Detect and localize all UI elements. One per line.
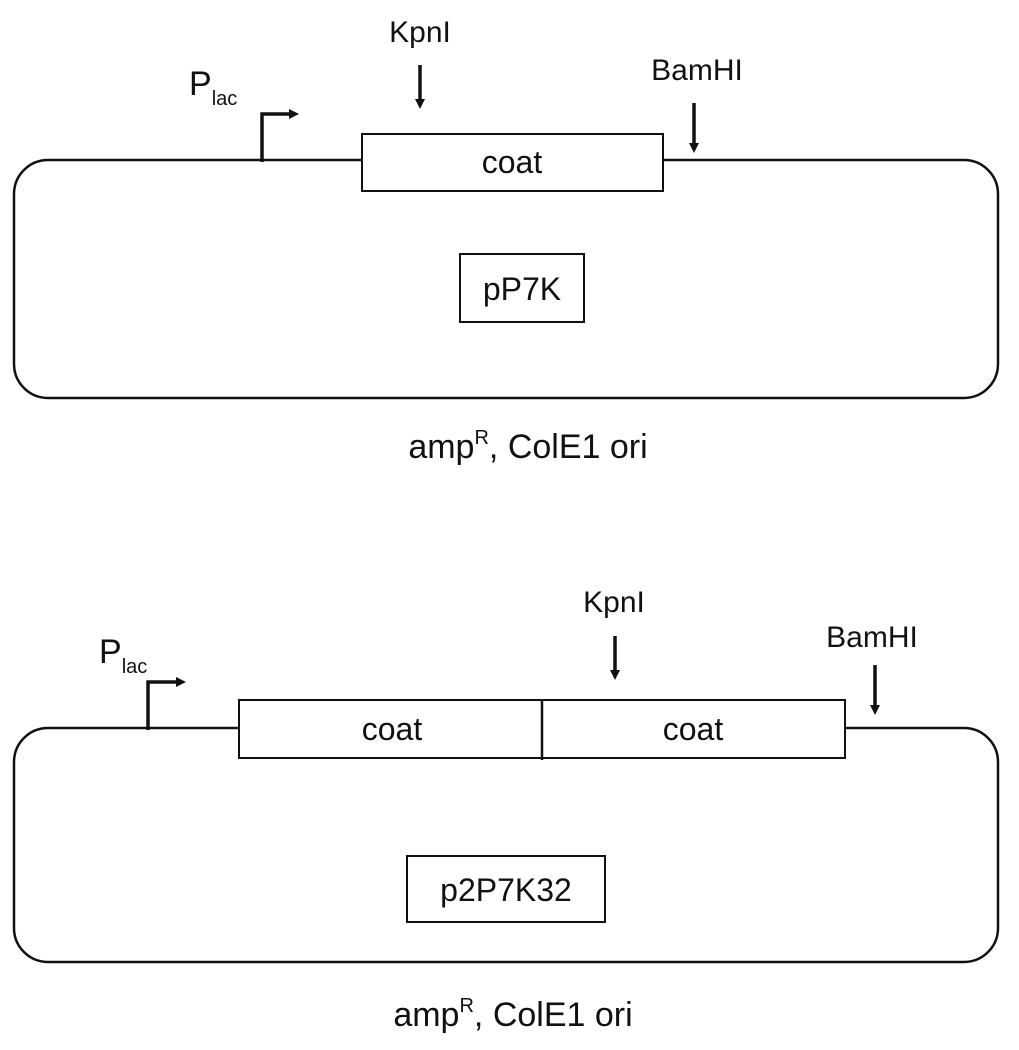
promoter-arrow (260, 109, 299, 162)
kpni-site-label: KpnI (583, 586, 645, 619)
plasmid-name-label: pP7K (483, 271, 561, 307)
plasmid-name-label: p2P7K32 (440, 872, 572, 908)
coat-gene-label: coat (482, 144, 543, 180)
promoter-arrow (146, 677, 186, 730)
plasmid-name-box (459, 253, 585, 323)
markers-caption: ampR, ColE1 ori (408, 427, 647, 466)
plasmid-name-box (406, 855, 606, 923)
bamhi-site-label: BamHI (651, 54, 743, 87)
markers-caption: ampR, ColE1 ori (393, 995, 632, 1034)
coat-gene-box (361, 133, 664, 192)
plasmid-backbone (12, 726, 1000, 964)
coat-gene-label: coat (362, 711, 423, 747)
plasmid-diagram-p2p7k32: Plac coat coat KpnI BamHI p2P7K32 ampR, … (12, 586, 1000, 1034)
promoter-label: Plac (99, 633, 147, 678)
promoter-label: Plac (189, 65, 237, 110)
coat-gene-label: coat (663, 711, 724, 747)
plasmid-diagram-ppk7: Plac coat KpnI BamHI pP7K ampR, ColE1 or… (12, 16, 1000, 466)
kpni-site-label: KpnI (389, 16, 451, 49)
bamhi-site-label: BamHI (826, 621, 918, 654)
